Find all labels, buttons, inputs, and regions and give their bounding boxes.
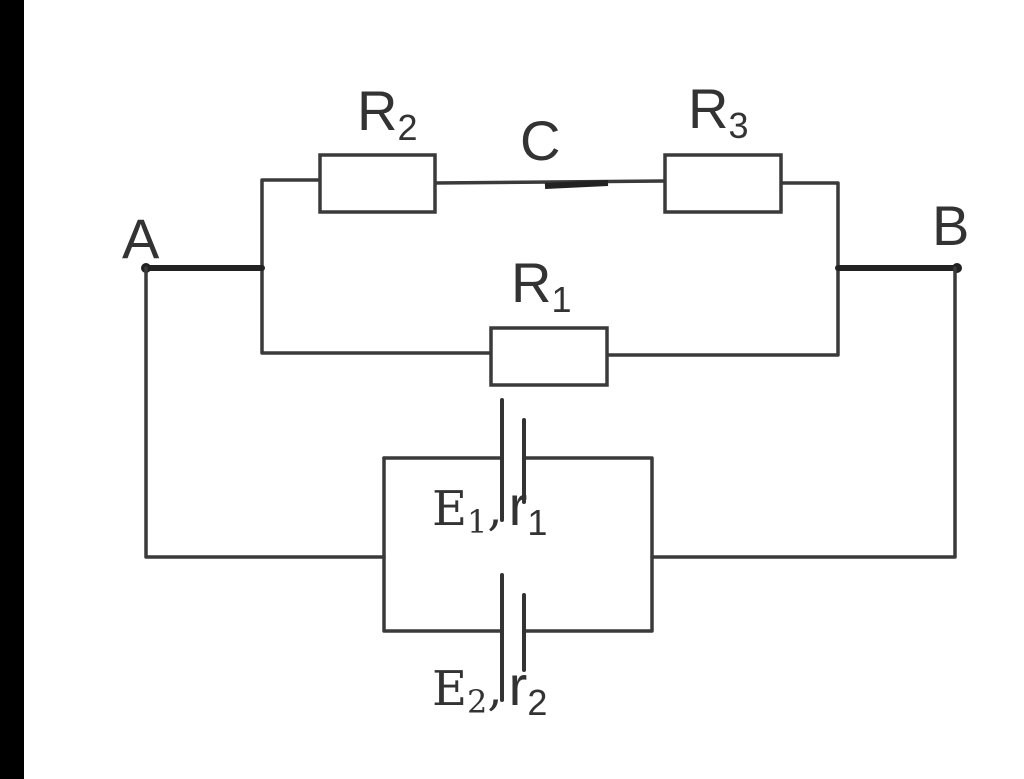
- label-r3: R3: [688, 77, 748, 146]
- label-r1: R1: [511, 251, 571, 320]
- label-node-a: A: [122, 207, 160, 270]
- wire-outer-left: [144, 266, 386, 559]
- wire-top-right: [779, 181, 840, 270]
- wire-top-left: [260, 178, 322, 270]
- label-r2: R2: [357, 79, 417, 148]
- wire-source-left: [382, 456, 502, 633]
- wire-top-middle: [432, 179, 667, 185]
- label-source1: E1,r1: [432, 474, 547, 543]
- left-border: [0, 0, 24, 779]
- wire-source-right: [523, 456, 654, 633]
- label-node-b: B: [932, 194, 969, 257]
- wire-r1-right: [605, 266, 840, 357]
- wire-outer-right: [650, 266, 957, 559]
- node-c-mark: [544, 180, 609, 189]
- resistor-r3: [663, 153, 783, 214]
- resistor-r1: [489, 326, 609, 387]
- label-node-c: C: [520, 109, 560, 172]
- wire-r1-left: [260, 266, 493, 355]
- resistor-r2: [318, 153, 437, 214]
- label-source2: E2,r2: [432, 654, 547, 723]
